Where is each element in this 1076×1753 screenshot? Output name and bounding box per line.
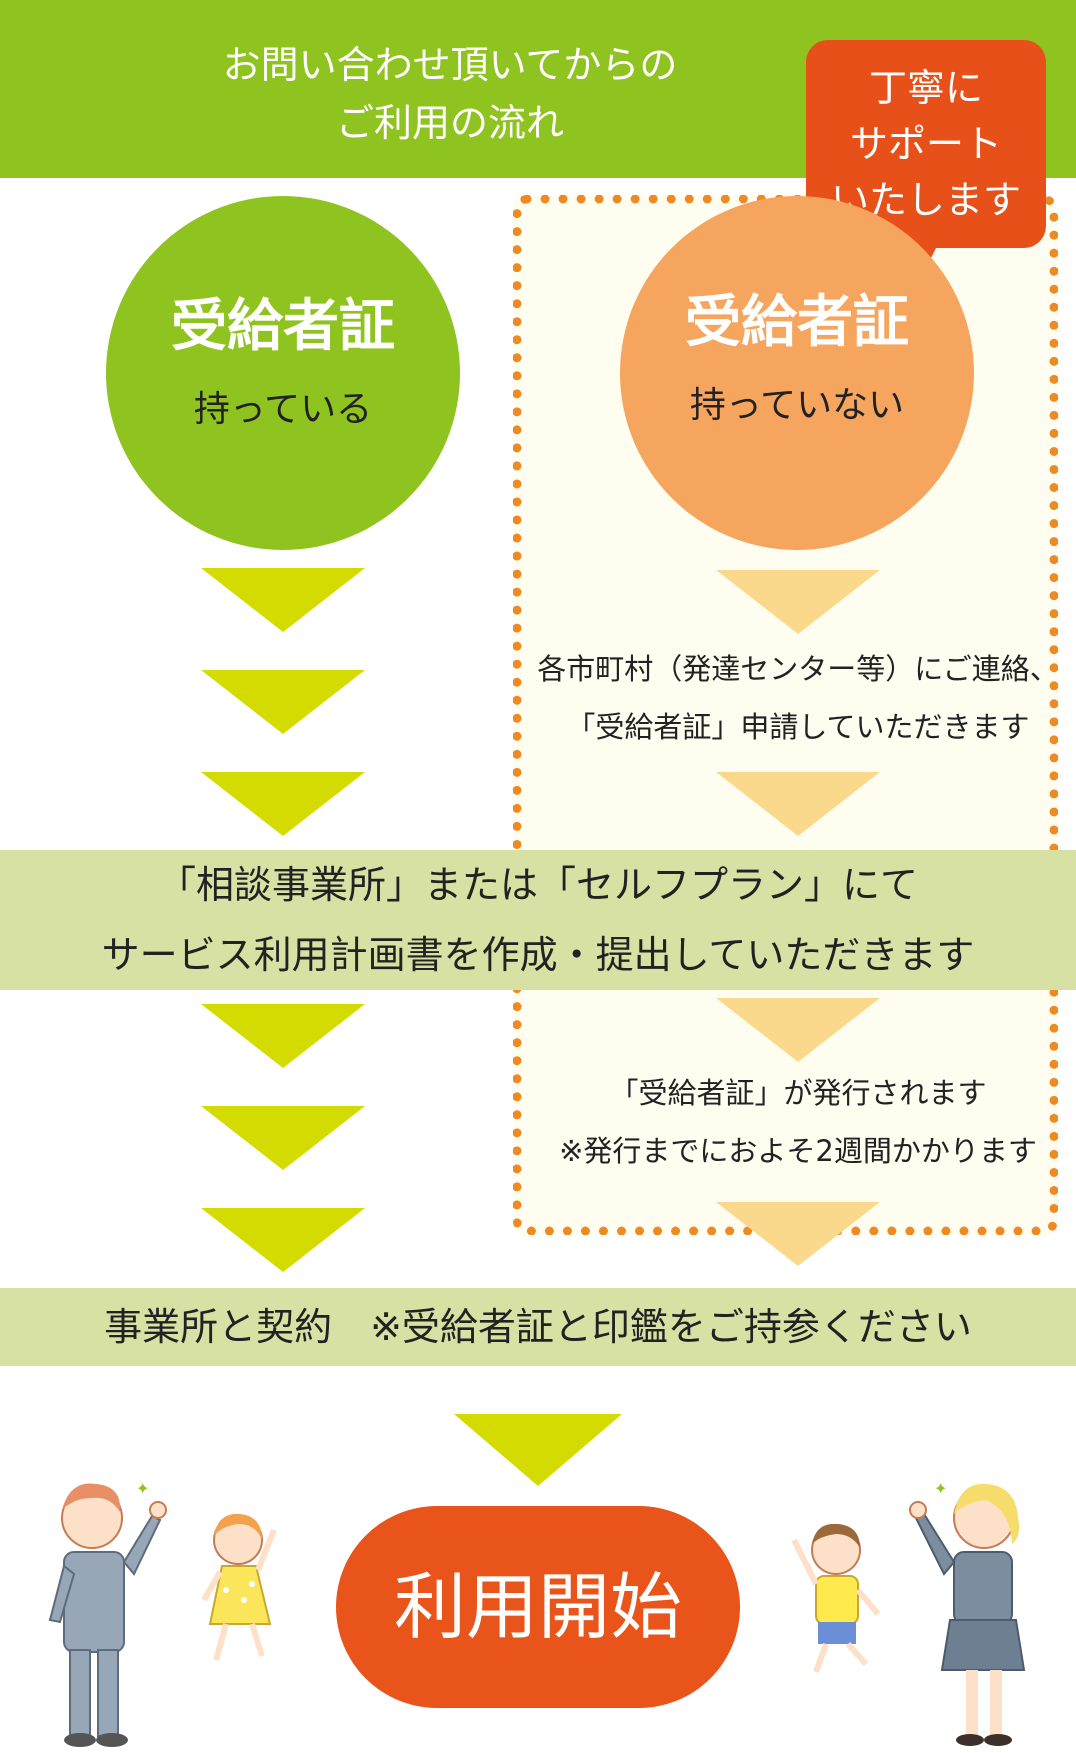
- arrow-green-4: [201, 1004, 365, 1068]
- support-bubble: 丁寧に サポート いたします: [806, 40, 1046, 248]
- arrow-green-1: [201, 568, 365, 632]
- header-title: お問い合わせ頂いてからの ご利用の流れ: [0, 36, 900, 152]
- certificate-holder-circle: 受給者証 持っている: [106, 196, 460, 550]
- band2-text: 事業所と契約 ※受給者証と印鑑をご持参ください: [104, 1305, 972, 1349]
- right-step2-line2: ※発行までにおよそ2週間かかります: [559, 1134, 1037, 1168]
- jumping-boy-illustration: [786, 1510, 886, 1680]
- bubble-line2: サポート: [849, 122, 1002, 166]
- right-circle-sub: 持っていない: [689, 385, 905, 426]
- contract-band: 事業所と契約 ※受給者証と印鑑をご持参ください: [0, 1288, 1076, 1366]
- right-step2-text: 「受給者証」が発行されます ※発行までにおよそ2週間かかります: [520, 1064, 1076, 1180]
- svg-text:✦: ✦: [934, 1479, 947, 1498]
- arrow-green-6: [201, 1208, 365, 1272]
- arrow-orange-4: [716, 1202, 880, 1266]
- right-step1-line2: 「受給者証」申請していただきます: [566, 710, 1030, 744]
- no-certificate-circle: 受給者証 持っていない: [620, 196, 974, 550]
- right-step2-line1: 「受給者証」が発行されます: [609, 1076, 987, 1110]
- band1-line2: サービス利用計画書を作成・提出していただきます: [101, 933, 975, 977]
- arrow-orange-2: [716, 772, 880, 836]
- start-service-button: 利用開始: [336, 1506, 740, 1708]
- left-circle-sub: 持っている: [193, 389, 373, 430]
- arrow-orange-3: [716, 998, 880, 1062]
- arrow-green-2: [201, 670, 365, 734]
- plan-creation-band: 「相談事業所」または「セルフプラン」にて サービス利用計画書を作成・提出していた…: [0, 850, 1076, 990]
- bubble-line1: 丁寧に: [868, 66, 983, 110]
- student-girl-illustration: ✦: [900, 1470, 1040, 1750]
- jumping-girl-illustration: [196, 1500, 286, 1670]
- header-title-line2: ご利用の流れ: [335, 101, 564, 145]
- student-boy-illustration: ✦: [40, 1470, 180, 1750]
- band1-line1: 「相談事業所」または「セルフプラン」にて: [157, 863, 918, 907]
- left-circle-title: 受給者証: [171, 294, 395, 359]
- arrow-orange-1: [716, 570, 880, 634]
- arrow-green-3: [201, 772, 365, 836]
- arrow-green-5: [201, 1106, 365, 1170]
- right-step1-line1: 各市町村（発達センター等）にご連絡、: [537, 652, 1059, 686]
- svg-text:✦: ✦: [136, 1479, 149, 1498]
- right-circle-title: 受給者証: [685, 290, 909, 355]
- arrow-to-start: [454, 1414, 622, 1486]
- start-label: 利用開始: [393, 1565, 682, 1649]
- header-title-line1: お問い合わせ頂いてからの: [222, 43, 678, 87]
- right-step1-text: 各市町村（発達センター等）にご連絡、 「受給者証」申請していただきます: [520, 640, 1076, 756]
